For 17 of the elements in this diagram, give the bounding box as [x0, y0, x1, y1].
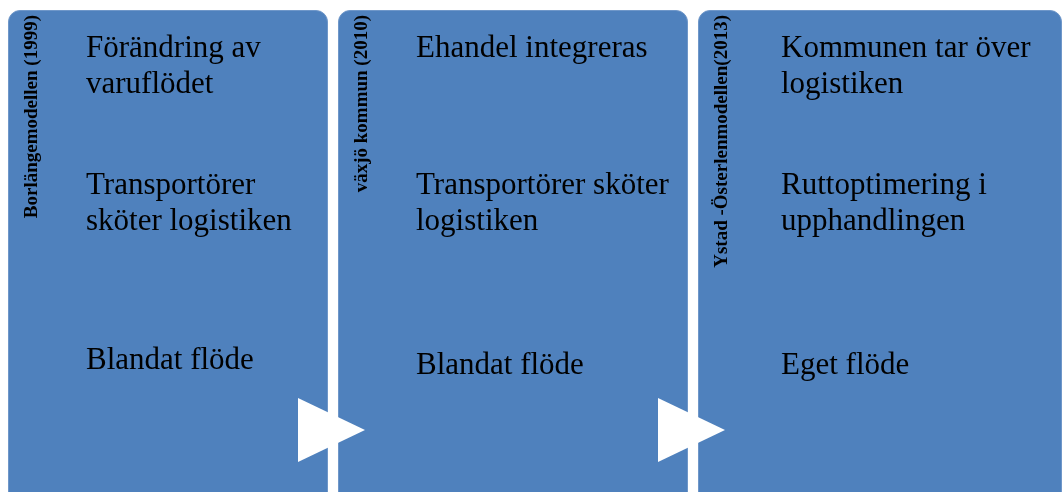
stage-item: Transportörer sköter logistiken: [416, 166, 670, 238]
stage-item: Ehandel integreras: [416, 29, 649, 65]
stage-panel: [8, 10, 328, 492]
stage-title: Ystad -Österlenmodellen(2013): [709, 15, 732, 268]
stage-title: Borlängemodellen (1999): [19, 15, 42, 219]
stage-item: Kommunen tar över logistiken: [781, 29, 1032, 101]
stage-title: växjö kommun (2010): [349, 15, 372, 193]
stage-item: Ruttoptimering i upphandlingen: [781, 166, 988, 238]
arrow: [298, 398, 365, 462]
stage-item: Transportörer sköter logistiken: [86, 166, 293, 238]
stage-panel: [338, 10, 688, 492]
arrow: [658, 398, 725, 462]
stage-item: Förändring av varuflödet: [86, 29, 262, 101]
stage-item: Eget flöde: [781, 346, 911, 382]
stage-item: Blandat flöde: [416, 346, 585, 382]
stage-item: Blandat flöde: [86, 341, 255, 377]
stage-panel: [698, 10, 1062, 492]
